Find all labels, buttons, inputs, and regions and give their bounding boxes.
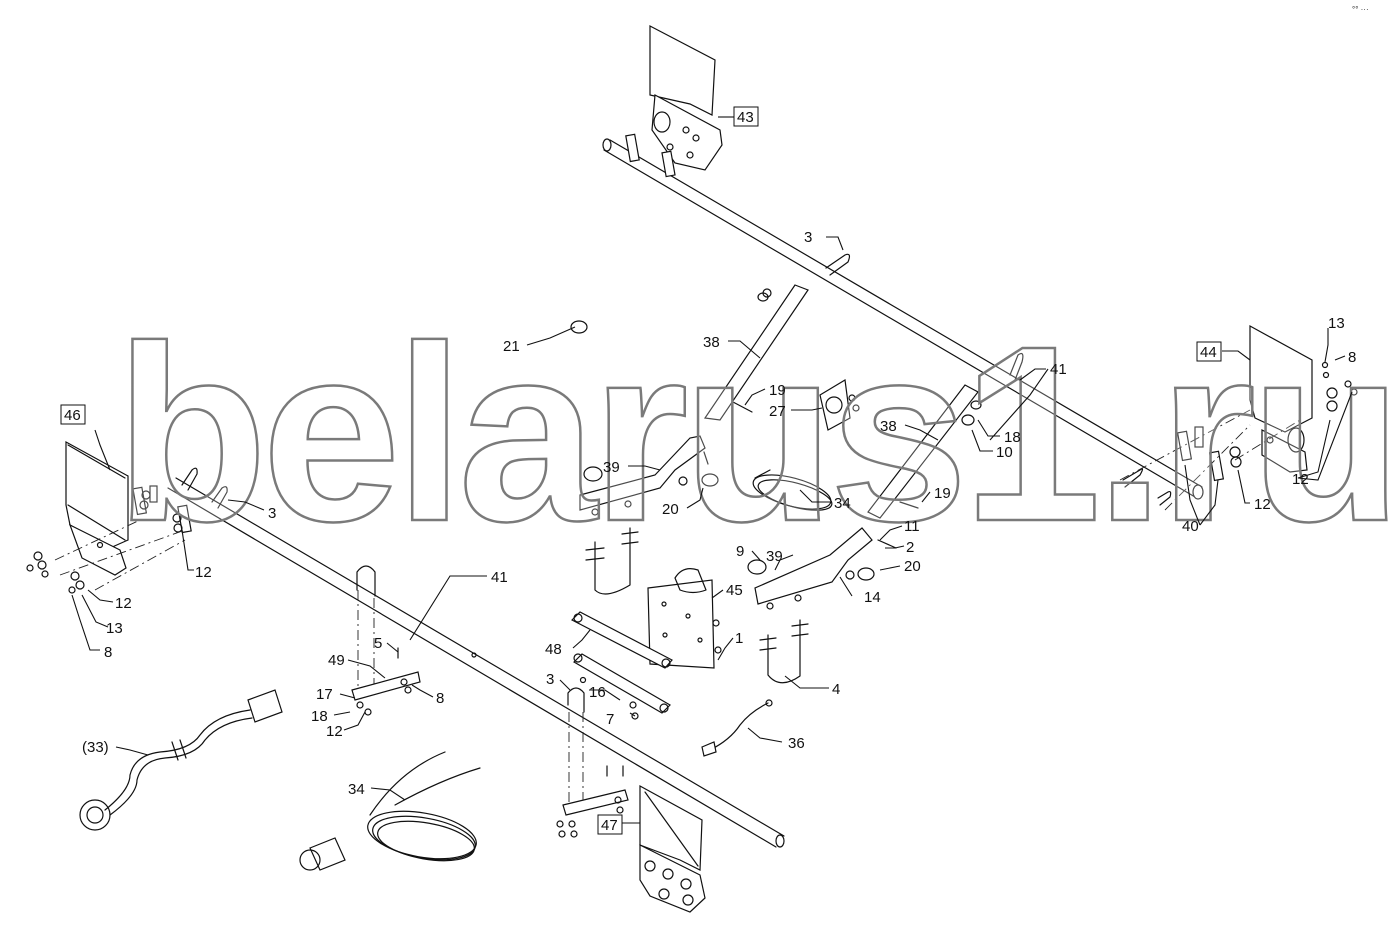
callout-36: 36 <box>788 735 805 752</box>
leader-lines <box>71 116 1353 824</box>
callout-8-left: 8 <box>104 644 112 661</box>
mudflap-44 <box>1176 324 1358 482</box>
pin-19 <box>732 401 919 509</box>
callout-3-upper: 3 <box>804 229 812 246</box>
callout-45: 45 <box>726 582 743 599</box>
watermark: belarus1.ru <box>115 294 1392 573</box>
callout-27: 27 <box>769 403 786 420</box>
callout-20-right: 20 <box>904 558 921 575</box>
callout-4: 4 <box>832 681 840 698</box>
callout-9: 9 <box>736 543 744 560</box>
callout-16: 16 <box>589 684 606 701</box>
side-lamp-20 <box>678 473 875 581</box>
small-fasteners <box>579 288 897 720</box>
callout-20-left: 20 <box>662 501 679 518</box>
label-box-44 <box>1196 341 1222 362</box>
lamp-45 <box>647 568 715 669</box>
callout-43: 43 <box>737 109 754 126</box>
cable-33 <box>79 689 283 831</box>
corner-code: °° ··· <box>1352 5 1369 14</box>
callout-8-right: 8 <box>1348 349 1356 366</box>
bracket-49 <box>351 647 421 716</box>
mudflap-47 <box>556 765 706 913</box>
callout-38-lower: 38 <box>880 418 897 435</box>
mudflap-43 <box>625 25 723 178</box>
callout-12-right-b: 12 <box>1254 496 1271 513</box>
label-box-46 <box>60 404 86 425</box>
bracket-39-left <box>579 435 709 595</box>
plate-48 <box>570 611 673 714</box>
callout-34-upper: 34 <box>834 495 851 512</box>
callout-8-lower: 8 <box>436 690 444 707</box>
bracket-39-right <box>747 527 873 684</box>
callout-41-lower: 41 <box>491 569 508 586</box>
callout-12-left-a: 12 <box>195 564 212 581</box>
lamp-27 <box>819 379 860 431</box>
callout-3-lower: 3 <box>546 671 554 688</box>
u-bolt-upper <box>825 253 1172 506</box>
callout-10: 10 <box>996 444 1013 461</box>
callout-19-lower: 19 <box>934 485 951 502</box>
callout-11: 11 <box>904 518 920 535</box>
callout-14: 14 <box>864 589 881 606</box>
label-box-43 <box>733 106 759 127</box>
cable-coil-34-upper <box>752 469 833 511</box>
upper-tube <box>602 138 1204 500</box>
mudflap-46 <box>26 440 192 594</box>
callout-47: 47 <box>601 817 618 834</box>
lower-tube <box>167 477 785 848</box>
callout-1: 1 <box>735 630 743 647</box>
harness-34-lower <box>299 751 481 871</box>
callout-34-lower: 34 <box>348 781 365 798</box>
callout-49: 49 <box>328 652 345 669</box>
label-box-47 <box>597 814 623 835</box>
callout-5: 5 <box>374 635 382 652</box>
callout-17: 17 <box>316 686 333 703</box>
callout-13-left: 13 <box>106 620 123 637</box>
callout-2: 2 <box>906 539 914 556</box>
callout-39-left: 39 <box>603 459 620 476</box>
callout-39-right: 39 <box>766 548 783 565</box>
callout-3-left: 3 <box>268 505 276 522</box>
callout-12-right-a: 12 <box>1292 471 1309 488</box>
u-bolt-lower <box>356 565 585 713</box>
callout-41-upper: 41 <box>1050 361 1067 378</box>
callout-19-upper: 19 <box>769 382 786 399</box>
reflector-21 <box>570 320 588 334</box>
callout-18-lower: 18 <box>311 708 328 725</box>
u-bolt-left <box>181 467 228 509</box>
callout-18-upper: 18 <box>1004 429 1021 446</box>
callout-46: 46 <box>64 407 81 424</box>
stay-38-lower <box>867 384 982 519</box>
callout-40: 40 <box>1182 518 1199 535</box>
callout-13-right: 13 <box>1328 315 1345 332</box>
callout-labels: 43 44 46 47 3 3 3 21 38 38 41 41 19 19 2… <box>60 106 1356 835</box>
callout-12-left-b: 12 <box>115 595 132 612</box>
callout-21: 21 <box>503 338 520 355</box>
dash-lines <box>54 409 1301 805</box>
cable-36 <box>701 699 773 757</box>
callout-38-upper: 38 <box>703 334 720 351</box>
callout-33: (33) <box>82 739 109 756</box>
callout-7: 7 <box>606 711 614 728</box>
callout-44: 44 <box>1200 344 1217 361</box>
callout-48: 48 <box>545 641 562 658</box>
callout-12-lower: 12 <box>326 723 343 740</box>
